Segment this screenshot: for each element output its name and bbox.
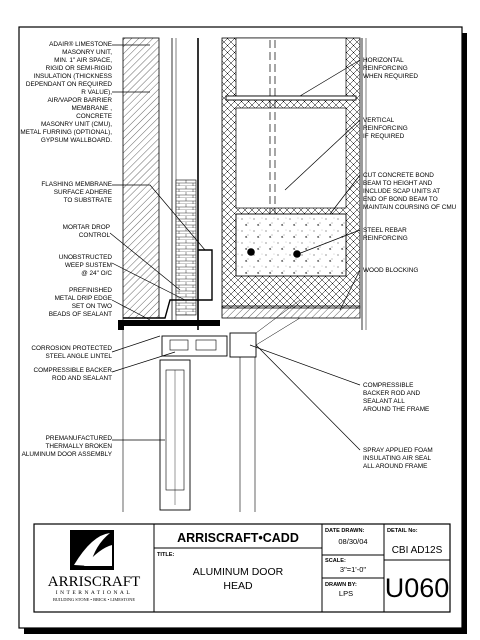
note-left-5: INSULATION (THICKNESS: [34, 73, 112, 80]
title-block: ARRISCRAFT INTERNATIONAL BUILDING STONE …: [33, 523, 451, 613]
note-left-22: PREFINISHED: [69, 287, 112, 294]
note-right-20: INSULATING AIR SEAL: [363, 455, 432, 462]
detail-label: DETAIL No:: [387, 528, 418, 534]
note-left-4: RIGID OR SEMI-RIGID: [46, 65, 113, 72]
brand-header: ARRISCRAFT•CADD: [177, 531, 299, 545]
flashing-membrane: [123, 249, 213, 319]
note-right-18: AROUND THE FRAME: [363, 406, 429, 413]
note-left-29: ROD AND SEALANT: [52, 375, 112, 382]
note-left-21: @ 24" O/C: [81, 270, 112, 277]
arriscraft-logo: ARRISCRAFT INTERNATIONAL BUILDING STONE …: [48, 530, 141, 602]
note-left-16: TO SUBSTRATE: [64, 197, 112, 204]
note-left-20: WEEP SUSTEM: [65, 262, 112, 269]
note-left-10: CONCRETE: [76, 113, 112, 120]
note-right-17: SEALANT ALL: [363, 398, 405, 405]
note-right-19: SPRAY APPLIED FOAM: [363, 447, 433, 454]
drawing-title-line1: ALUMINUM DOOR: [193, 566, 284, 578]
detail-value: CBI AD12S: [392, 545, 443, 556]
note-right-16: BACKER ROD AND: [363, 390, 421, 397]
note-left-15: SURFACE ADHERE: [54, 189, 112, 196]
note-left-26: CORROSION PROTECTED: [31, 345, 112, 352]
note-left-8: AIR/VAPOR BARRIER: [47, 97, 112, 104]
note-left-23: METAL DRIP EDGE: [55, 295, 112, 302]
note-left-3: MIN. 1" AIR SPACE,: [54, 57, 112, 64]
scale-value: 3"=1'-0": [340, 565, 366, 574]
note-left-2: MASONRY UNIT,: [62, 49, 112, 56]
note-right-7: CUT CONCRETE BOND: [363, 172, 434, 179]
note-left-17: MORTAR DROP: [63, 224, 110, 231]
sheet-number: U060: [385, 573, 450, 603]
note-left-24: SET ON TWO: [72, 303, 112, 310]
bond-beam: [235, 213, 347, 277]
leader-lines: [109, 44, 361, 451]
note-left-11: MASONRY UNIT (CMU),: [41, 121, 112, 128]
note-left-13: GYPSUM WALLBOARD.: [41, 137, 112, 144]
note-left-1: ADAIR® LIMESTONE: [49, 40, 112, 48]
logo-tagline: INTERNATIONAL: [56, 590, 133, 596]
note-right-9: INCLUDE SCAP UNITS AT: [363, 188, 440, 195]
scale-label: SCALE:: [325, 558, 346, 564]
note-right-14: WOOD BLOCKING: [363, 267, 418, 274]
note-left-14: FLASHING MEMBRANE: [41, 181, 112, 188]
note-left-18: CONTROL: [79, 232, 111, 239]
note-left-12: METAL FURRING (OPTIONAL),: [20, 129, 112, 136]
note-right-12: STEEL REBAR: [363, 227, 407, 234]
note-right-5: REINFORCING: [363, 125, 408, 132]
rigid-insulation: [175, 179, 197, 316]
note-left-7: R VALUE),: [81, 89, 112, 96]
rebar-left: [247, 248, 255, 256]
drawn-by-label: DRAWN BY:: [325, 582, 357, 588]
date-value: 08/30/04: [338, 537, 367, 546]
notes-left: ADAIR® LIMESTONE MASONRY UNIT, MIN. 1" A…: [20, 40, 112, 458]
note-right-21: ALL AROUND FRAME: [363, 463, 427, 470]
note-left-28: COMPRESSIBLE BACKER: [34, 367, 113, 374]
note-right-8: BEAM TO HEIGHT AND: [363, 180, 433, 187]
door-frame-head: [229, 332, 257, 358]
limestone-veneer: [122, 37, 160, 319]
drawing-title-line2: HEAD: [223, 580, 253, 592]
steel-lintel: [118, 320, 220, 330]
note-left-19: UNOBSTRUCTED: [59, 254, 113, 261]
rebar-right: [293, 250, 301, 258]
note-left-30: PREMANUFACTURED: [46, 435, 113, 442]
note-right-15: COMPRESSIBLE: [363, 382, 413, 389]
note-right-10: END OF BOND BEAM TO: [363, 196, 438, 203]
logo-name: ARRISCRAFT: [48, 574, 141, 590]
logo-subtagline: BUILDING STONE • BRICK • LIMESTONE: [53, 597, 135, 602]
note-left-25: BEADS OF SEALANT: [49, 311, 112, 318]
section-detail: [118, 37, 367, 512]
notes-right: HORIZONTAL REINFORCING WHEN REQUIRED VER…: [363, 57, 457, 470]
note-right-4: VERTICAL: [363, 117, 395, 124]
title-label: TITLE:: [157, 552, 175, 558]
note-left-9: MEMBRANE ,: [72, 105, 113, 112]
note-right-6: IF REQUIRED: [363, 133, 405, 140]
date-label: DATE DRAWN:: [325, 528, 364, 534]
note-right-3: WHEN REQUIRED: [363, 73, 418, 80]
note-right-13: REINFORCING: [363, 235, 408, 242]
note-right-1: HORIZONTAL: [363, 57, 404, 64]
note-right-2: REINFORCING: [363, 65, 408, 72]
wood-blocking: [221, 305, 361, 319]
note-right-11: MAINTAIN COURSING OF CMU: [363, 204, 457, 211]
drawn-by-value: LPS: [339, 589, 353, 598]
note-left-31: THERMALLY BROKEN: [45, 443, 112, 450]
note-left-32: ALUMINUM DOOR ASSEMBLY: [22, 451, 113, 458]
note-left-6: DEPENDANT ON REQUIRED: [26, 81, 113, 88]
horizontal-reinforcing: [225, 95, 357, 101]
note-left-27: STEEL ANGLE LINTEL: [45, 353, 112, 360]
